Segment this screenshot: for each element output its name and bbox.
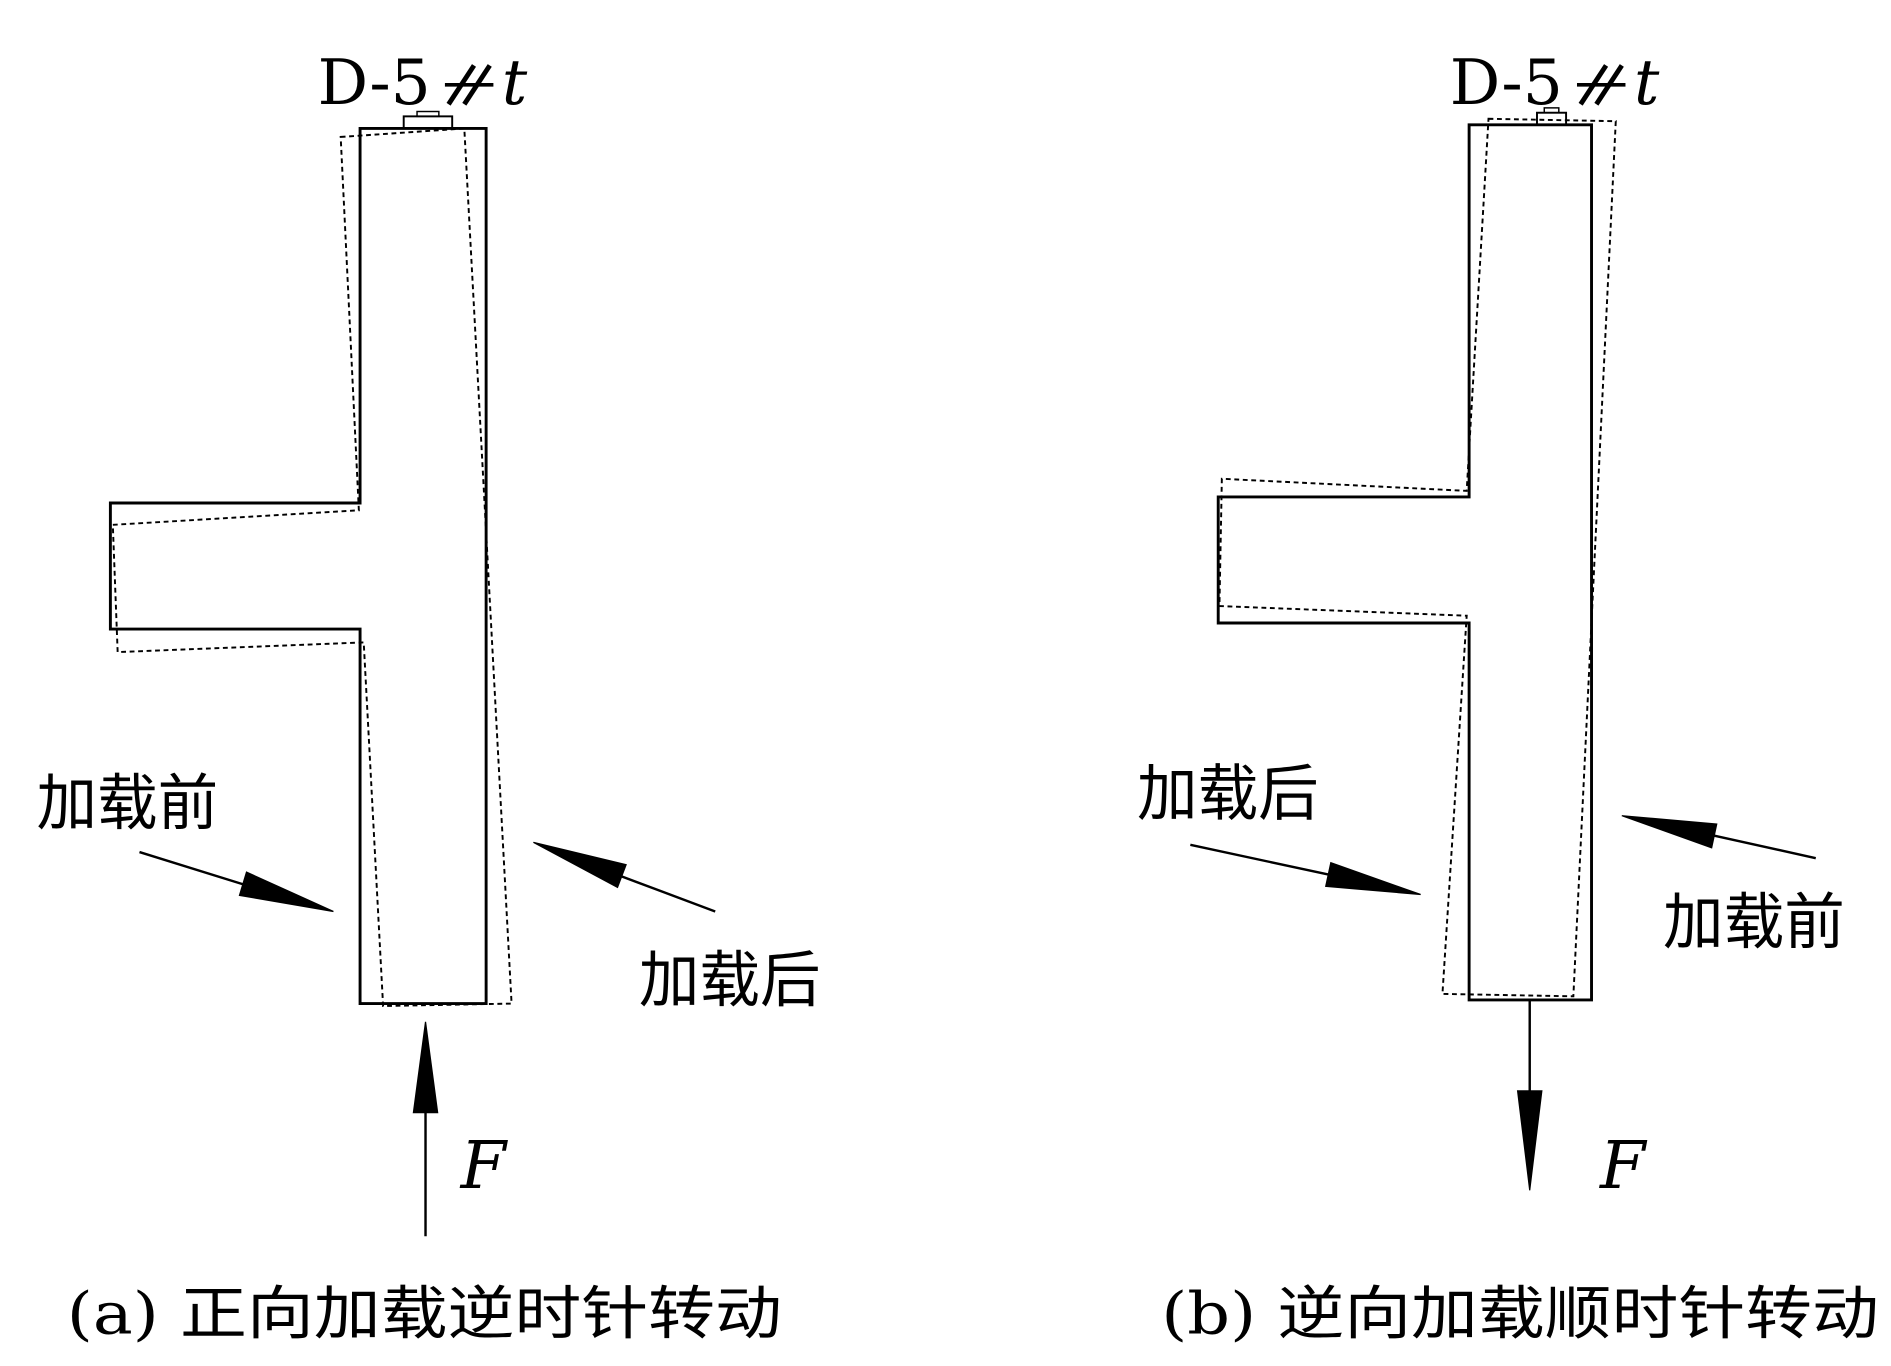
panel-a-deformed-outline (111, 127, 513, 1008)
panel-b-sensor-cap (1543, 107, 1560, 114)
panel-a-specimen-outline (108, 127, 488, 1006)
panel-a-specimen-label: D-5 (318, 46, 431, 119)
panel-a-arrow-left (139, 850, 334, 913)
panel-b-deformed-outline (1218, 117, 1617, 998)
panel-a-force-arrow (412, 1021, 439, 1237)
panel-b-arrow-right-shaft (1711, 833, 1817, 860)
panel-a: D-5 t 加载前 加载后 F (36, 46, 820, 1347)
panel-a-arrow-left-shaft (139, 850, 249, 888)
panel-a-sensor-cap (416, 110, 440, 118)
panel-b: D-5 t 加载后 加载前 F (b) 逆向加载顺时针转动 (1137, 46, 1879, 1347)
panel-b-caption: (b) 逆向加载顺时针转动 (1161, 1279, 1879, 1347)
panel-a-arrow-right (533, 841, 716, 913)
panel-b-gauge-suffix: t (1634, 46, 1660, 119)
panel-a-gauge-suffix: t (502, 46, 528, 119)
panel-a-force-head (412, 1021, 439, 1114)
panel-b-gauge-symbol (1576, 64, 1626, 106)
panel-a-arrow-right-label: 加载后 (639, 946, 821, 1016)
panel-b-specimen-label: D-5 (1450, 46, 1563, 119)
panel-b-specimen-outline (1216, 123, 1593, 1002)
panel-b-arrow-right (1621, 815, 1817, 860)
panel-b-arrow-right-label: 加载前 (1663, 888, 1845, 958)
panel-a-arrow-right-shaft (617, 873, 716, 913)
panel-b-arrow-left-head (1324, 861, 1421, 896)
panel-a-gauge-symbol (444, 64, 494, 106)
panel-b-force-head (1516, 1090, 1543, 1191)
panel-a-force-label: F (460, 1128, 509, 1204)
panel-b-force-label: F (1599, 1128, 1648, 1204)
panel-a-caption: (a) 正向加载逆时针转动 (67, 1279, 782, 1347)
panel-a-arrow-left-label: 加载前 (36, 769, 218, 839)
panel-b-arrow-left-label: 加载后 (1137, 760, 1319, 830)
panel-a-arrow-right-head (533, 841, 627, 889)
panel-b-arrow-left (1190, 843, 1421, 896)
panel-b-arrow-left-shaft (1190, 843, 1332, 877)
panel-a-arrow-left-head (238, 871, 334, 913)
panel-b-arrow-right-head (1621, 815, 1718, 849)
panel-b-force-arrow (1516, 999, 1543, 1191)
